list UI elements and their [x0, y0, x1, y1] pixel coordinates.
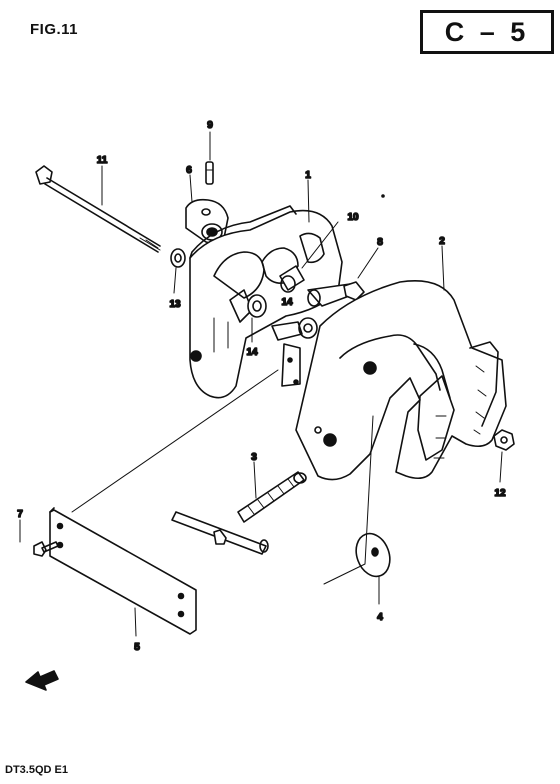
model-code: DT3.5QD E1 — [5, 764, 68, 776]
callout-14-upper: 14 — [281, 297, 293, 308]
callout-6: 6 — [186, 165, 192, 176]
part-3-clamp-screw — [171, 471, 307, 555]
callout-10: 10 — [347, 212, 359, 223]
page-code: C – 5 — [444, 16, 530, 47]
callout-13: 13 — [169, 299, 181, 310]
part-5-plate — [49, 507, 197, 635]
callout-4: 4 — [377, 612, 383, 623]
forward-arrow-icon — [25, 670, 59, 691]
callout-3: 3 — [251, 452, 257, 463]
callout-9: 9 — [207, 120, 213, 131]
callout-14-lower: 14 — [246, 347, 258, 358]
part-10-bushing — [279, 265, 305, 293]
part-13-washer — [170, 248, 186, 268]
part-8-rod — [307, 281, 365, 307]
callout-1: 1 — [305, 170, 311, 181]
part-2-swivel-bracket — [281, 280, 507, 481]
part-14-washers — [247, 294, 318, 341]
callout-8: 8 — [377, 237, 383, 248]
part-12-nut — [493, 429, 515, 451]
part-4-pad — [355, 532, 391, 578]
callout-2: 2 — [439, 236, 445, 247]
figure-label: FIG.11 — [30, 21, 79, 38]
callout-12: 12 — [494, 488, 506, 499]
callout-7: 7 — [17, 509, 23, 520]
part-9-pin — [205, 161, 214, 185]
part-11-bolt — [35, 165, 161, 253]
page-code-box: C – 5 — [420, 10, 554, 54]
part-7-screw — [33, 541, 59, 557]
callout-11: 11 — [97, 155, 108, 166]
callout-5: 5 — [134, 642, 140, 653]
